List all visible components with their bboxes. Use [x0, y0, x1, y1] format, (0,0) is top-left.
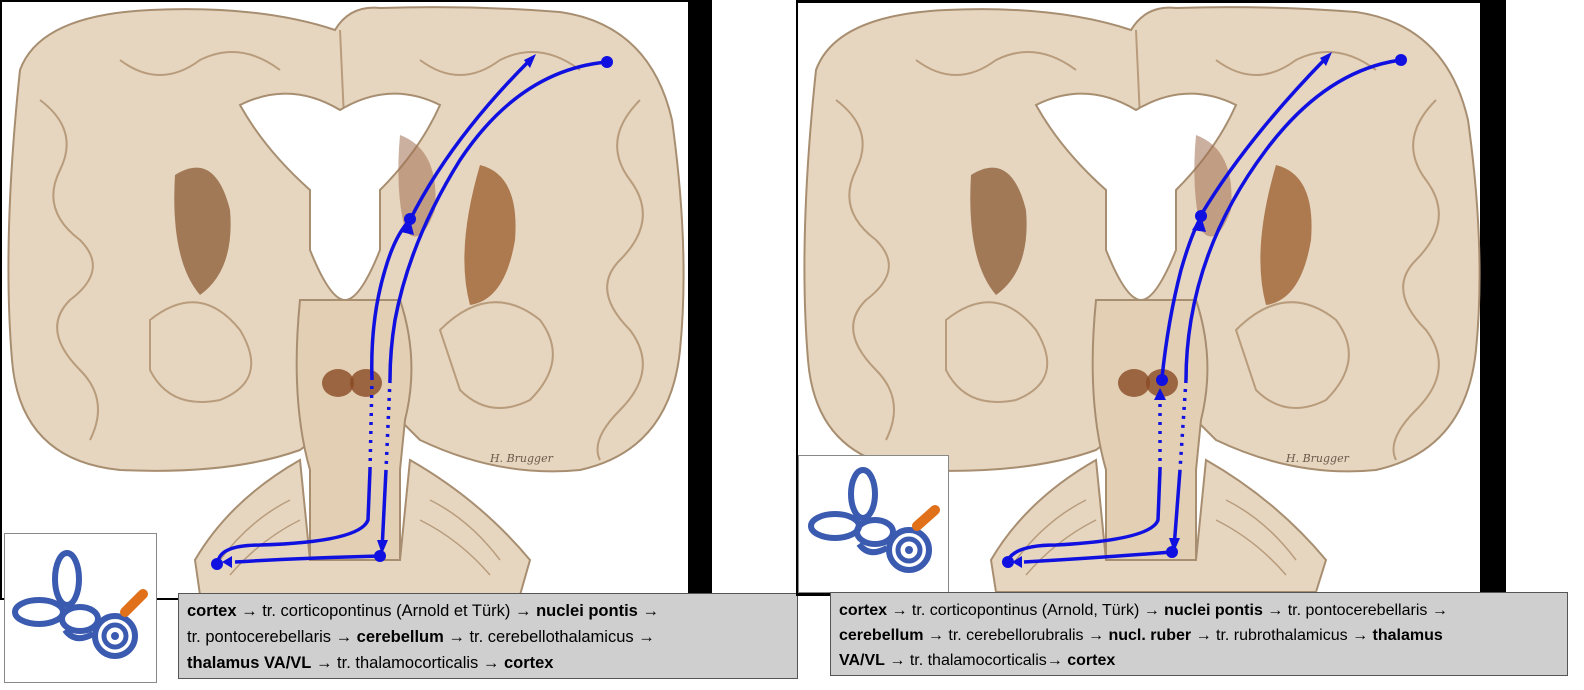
caption-text: → tr. cerebellorubralis → [923, 627, 1109, 644]
brainstem [295, 299, 413, 561]
caption-text: tr. pontocerebellaris → [187, 628, 357, 646]
arrowhead-pons [377, 540, 388, 554]
caption-term: VA/VL [839, 652, 885, 669]
right-caption-line-1: cortex → tr. corticopontinus (Arnold, Tü… [839, 598, 1559, 623]
right-caption-line-2: cerebellum → tr. cerebellorubralis → nuc… [839, 623, 1559, 648]
putamen-right-side [1260, 165, 1312, 305]
artist-signature: H. Brugger [489, 452, 554, 465]
cerebellar-folia [1015, 499, 1297, 576]
left-caption-line-3: thalamus VA/VL → tr. thalamocorticalis →… [187, 650, 789, 676]
arrowhead-thalamus [401, 219, 414, 235]
arrowhead-pons [1169, 538, 1180, 552]
caption-text: → tr. cerebellothalamicus → [443, 628, 655, 646]
left-brain-figure: H. Brugger [0, 0, 712, 600]
arrowhead-red-nucleus [1154, 388, 1166, 400]
arrowhead-cortex [524, 54, 536, 68]
pathway-corticopontine-dotted [384, 379, 392, 471]
left-pathway-caption: cortex → tr. corticopontinus (Arnold et … [178, 593, 798, 679]
node-cortex [601, 56, 613, 68]
caption-term: nuclei pontis [536, 602, 638, 620]
node-cortex [1395, 54, 1407, 66]
right-caption-line-3: VA/VL → tr. thalamocorticalis→ cortex [839, 648, 1559, 673]
pathway-corticopontine [1184, 58, 1402, 381]
caudate-nucleus [398, 135, 436, 237]
caption-text: → tr. thalamocorticalis→ [884, 652, 1068, 669]
caption-text: → tr. thalamocorticalis → [311, 654, 504, 672]
caption-term: cerebellum [839, 627, 924, 644]
node-cerebellum [1002, 556, 1014, 568]
right-inner-ear-inset [798, 455, 949, 593]
pathway-cerebellorubral [1006, 469, 1162, 561]
left-caption-line-1: cortex → tr. corticopontinus (Arnold et … [187, 598, 789, 624]
caption-term: cortex [1067, 652, 1116, 669]
cerebellar-rubral-circuit-pathway [1006, 56, 1402, 564]
node-pons [1166, 546, 1178, 558]
lateral-ventricles [1034, 92, 1238, 302]
arrowhead-thalamus [1192, 216, 1206, 232]
node-cerebellum [211, 558, 223, 570]
inner-ear-icon [12, 550, 148, 659]
pathway-cerebellothalamic [216, 469, 372, 563]
pathway-to-pons [380, 469, 388, 551]
artist-signature: H. Brugger [1285, 452, 1350, 465]
cerebral-peduncle-nucleus-right [350, 369, 382, 397]
pathway-thalamocortical [370, 58, 532, 381]
left-brain-illustration: H. Brugger [0, 0, 712, 600]
pathway-corticopontine-dotted [1178, 379, 1188, 471]
pathway-thalamocortical [1199, 56, 1328, 216]
right-pathway-caption: cortex → tr. corticopontinus (Arnold, Tü… [830, 592, 1568, 676]
putamen-right-side [464, 165, 516, 305]
caption-term: cortex [839, 602, 888, 619]
lateral-ventricles [238, 92, 442, 302]
brainstem [1091, 299, 1209, 561]
caption-text: → tr. corticopontinus (Arnold et Türk) → [236, 602, 537, 620]
caption-term: cerebellum [356, 628, 444, 646]
caption-text: → tr. rubrothalamicus → [1191, 627, 1373, 644]
node-pons [374, 550, 386, 562]
pathway-pontocerebellar [234, 554, 381, 564]
caption-text: → tr. pontocerebellaris → [1262, 602, 1448, 619]
left-caption-line-2: tr. pontocerebellaris → cerebellum → tr.… [187, 624, 789, 650]
arrowhead-cortex [1320, 52, 1332, 66]
arrowhead-cerebellum [222, 556, 232, 568]
gyri-folds [835, 29, 1440, 461]
pathway-nodes [211, 54, 613, 570]
arrowhead-cerebellum [1012, 556, 1022, 568]
left-inner-ear-inset [4, 533, 157, 683]
pathway-rubrothalamic [1160, 216, 1203, 379]
red-nucleus-left [1118, 369, 1150, 397]
caption-text: → tr. corticopontinus (Arnold, Türk) → [887, 602, 1165, 619]
caption-text: → [637, 602, 659, 620]
caption-term: nuclei pontis [1164, 602, 1263, 619]
putamen-left-side [970, 167, 1027, 295]
caption-term: cortex [503, 654, 554, 672]
caption-term: thalamus [1372, 627, 1443, 644]
pathway-pontocerebellar [1023, 550, 1173, 564]
node-red-nucleus [1156, 374, 1168, 386]
caption-term: thalamus VA/VL [187, 654, 312, 672]
cerebral-peduncle-nucleus-left [322, 369, 354, 397]
caption-term: cortex [187, 602, 237, 620]
inner-ear-icon [808, 467, 940, 573]
putamen-left-side [174, 167, 231, 295]
pathway-to-pons [1172, 469, 1182, 549]
pathway-nodes [1002, 52, 1407, 568]
pathway-cerebellothalamic-dotted [368, 379, 374, 471]
right-brain-figure: H. Brugger [796, 0, 1506, 596]
caption-term: nucl. ruber [1108, 627, 1192, 644]
right-brain-illustration: H. Brugger [796, 0, 1506, 596]
cerebellar-circuit-pathway [216, 58, 608, 564]
pathway-corticopontine [388, 60, 608, 381]
